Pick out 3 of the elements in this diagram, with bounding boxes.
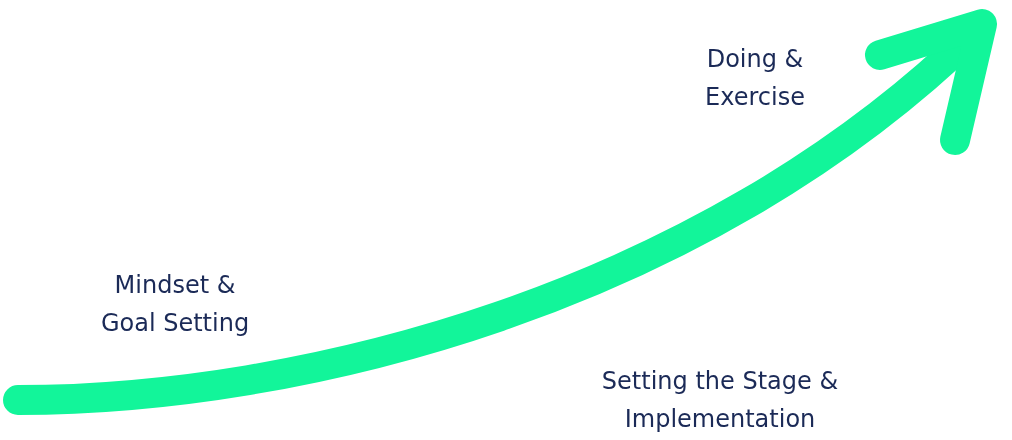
stage-label: Mindset & Goal Setting	[99, 270, 251, 339]
stage-label: Setting the Stage & Implementation	[600, 366, 840, 435]
stage-label: Doing & Exercise	[704, 44, 806, 113]
